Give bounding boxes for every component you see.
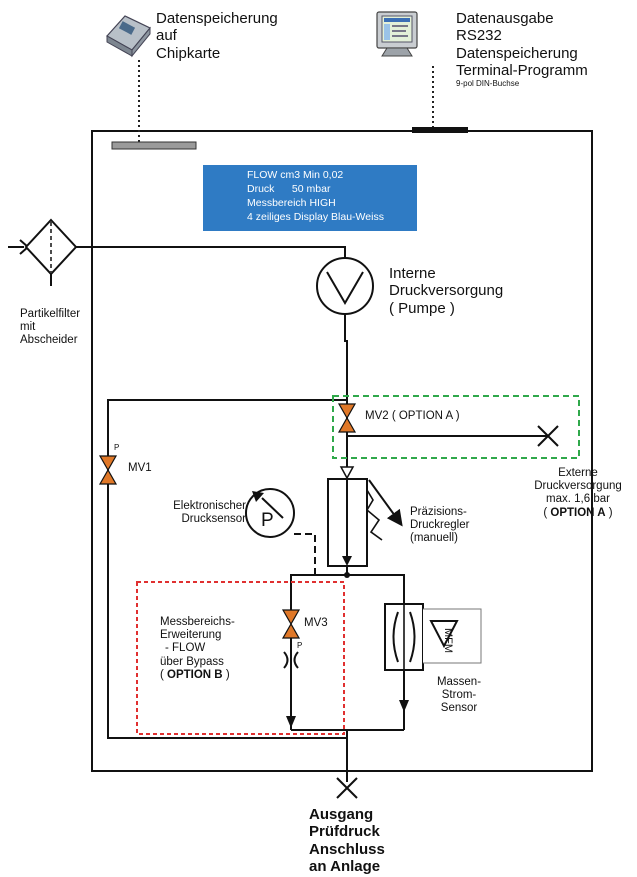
inlet-line [76,246,346,258]
option-b-box [136,581,345,735]
bypass-line-3: - FLOW [165,642,206,655]
rs232-socket [412,127,468,133]
external-option-open: ( [543,506,551,519]
bypass-line-1: Messbereichs- [160,616,235,628]
output-label: Ausgang Prüfdruck Anschluss an Anlage [309,806,385,875]
chipcard-reader-icon [106,15,151,58]
pressure-regulator-symbol [327,478,403,567]
mv3-label: MV3 [304,617,328,629]
regulator-line-1: Präzisions- [410,506,467,518]
filter-line-2: mit [20,321,36,334]
pump-line-3: ( Pumpe ) [389,299,455,317]
chipcard-label: Datenspeicherung auf Chipkarte [156,10,278,62]
bypass-line-4: über Bypass [160,655,224,668]
mv1-p-mark: P [114,443,120,452]
external-line-3: max. 1,6 bar [546,493,610,506]
particle-filter-symbol [8,218,78,286]
output-line-3: Anschluss [309,840,385,858]
external-option-line: ( OPTION A ) [518,507,637,520]
terminal-line-4: Terminal-Programm [456,61,588,79]
chipcard-line-2: auf [156,27,177,45]
external-supply-label: Externe Druckversorgung max. 1,6 bar ( O… [518,467,637,520]
output-line-1: Ausgang [309,806,374,823]
lcd-display: FLOW cm3 Min 0,02 Druck 50 mbar Messbere… [203,165,417,231]
mv1-line [107,399,347,739]
split-line [290,574,347,612]
external-line-2: Druckversorgung [534,480,622,493]
mv1-valve-symbol [98,455,118,485]
bypass-line-2: Erweiterung [160,629,222,642]
filter-line-3: Abscheider [20,334,78,347]
massflow-label: Massen- Strom- Sensor [424,676,494,716]
bypass-restrictor-symbol [283,651,299,669]
pump-symbol [316,257,374,315]
option-a-box [332,395,580,459]
massflow-line-3: Sensor [440,702,478,715]
output-line-4: an Anlage [309,857,381,875]
mv3-valve-symbol [281,609,301,639]
mv3-p-mark: P [297,641,303,650]
mv2-label: MV2 ( OPTION A ) [365,410,460,422]
bypass-option-text: OPTION B [167,668,223,681]
display-line-3: Messbereich HIGH [247,197,336,209]
chipcard-slot [111,141,197,150]
external-option-close: ) [605,506,613,519]
housing-outline [91,130,593,772]
terminal-line-3: Datenspeicherung [456,44,578,62]
filter-label: Partikelfilter mit Abscheider [20,308,80,348]
display-line-1: FLOW cm3 Min 0,02 [247,169,344,181]
regulator-label: Präzisions- Druckregler (manuell) [410,506,469,546]
pump-to-mv2-line [344,314,348,400]
pump-label: Interne Druckversorgung ( Pumpe ) [389,265,503,317]
external-line-1: Externe [558,467,598,479]
terminal-monitor-icon [376,11,418,57]
pressure-sensor-symbol [245,488,295,538]
bypass-label: Messbereichs- Erweiterung - FLOW über By… [160,616,235,682]
filter-line-1: Partikelfilter [20,308,81,320]
mv2-valve-symbol [337,403,357,433]
chipcard-line-3: Chipkarte [156,44,221,62]
pump-line-1: Interne [389,265,436,282]
regulator-line-3: (manuell) [410,532,458,545]
pump-line-2: Druckversorgung [389,282,504,300]
chipcard-line-1: Datenspeicherung [156,10,278,27]
bypass-option-line: ( OPTION B ) [160,669,235,682]
sensor-label: Elektronischer Drucksensor [146,500,246,526]
sensor-symbol-letter: P [261,510,274,531]
sensor-line-2: Drucksensor [181,513,246,526]
terminal-line-1: Datenausgabe [456,10,554,27]
bypass-option-close: ) [222,668,230,681]
regulator-line-2: Druckregler [410,519,470,532]
terminal-label: Datenausgabe RS232 Datenspeicherung Term… [456,10,588,88]
output-line-2: Prüfdruck [309,823,380,841]
display-line-2: Druck 50 mbar [247,183,331,195]
mass-flow-sensor-symbol [384,603,482,671]
display-line-4: 4 zeiliges Display Blau-Weiss [247,211,384,223]
bypass-option-open: ( [160,668,168,681]
mv1-label: MV1 [128,462,152,474]
external-option-text: OPTION A [550,506,606,519]
terminal-line-2: RS232 [456,27,502,45]
mfm-label: MFM [442,628,454,654]
massflow-line-2: Strom- [441,689,477,702]
massflow-line-1: Massen- [436,676,482,688]
sensor-line-1: Elektronischer [173,500,246,512]
terminal-subtext: 9-pol DIN-Buchse [456,79,520,88]
